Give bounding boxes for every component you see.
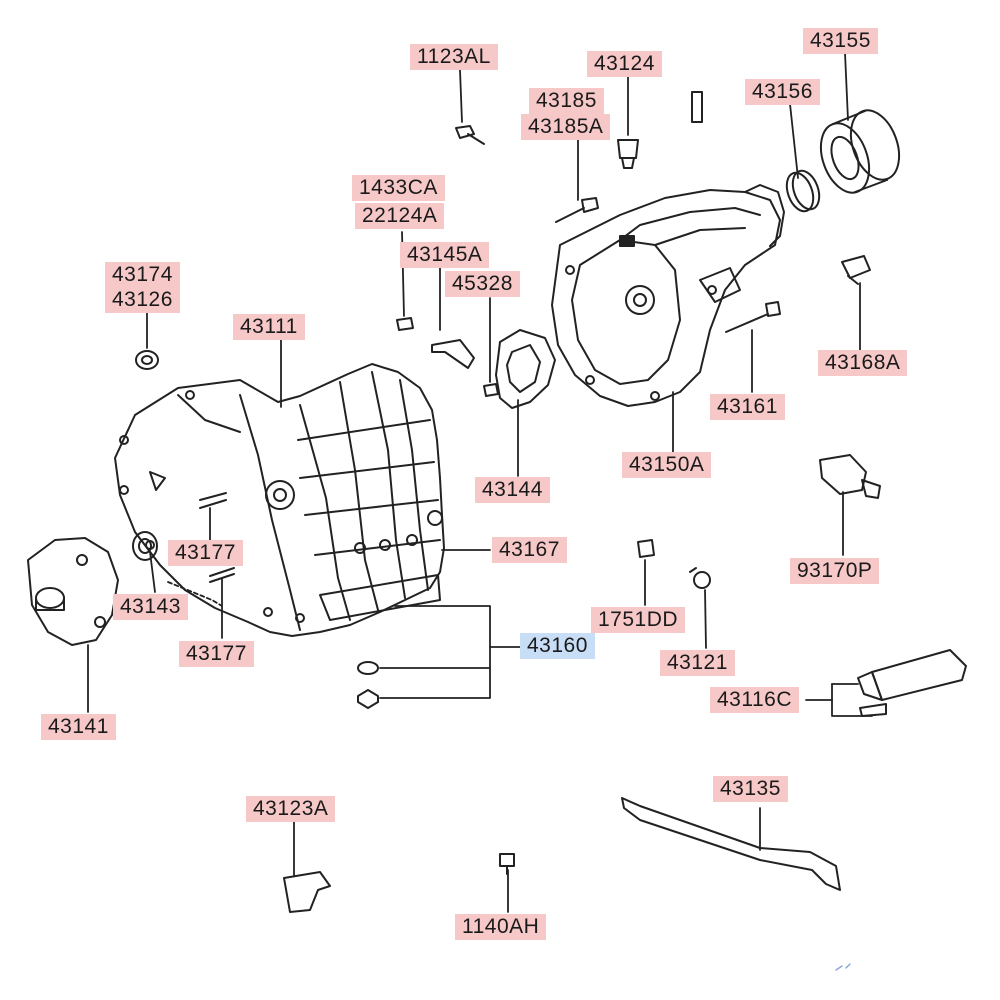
part-label-43155[interactable]: 43155 xyxy=(803,28,878,54)
ring xyxy=(785,169,821,213)
part-label-43144[interactable]: 43144 xyxy=(475,477,550,503)
part-label-43185[interactable]: 43185 xyxy=(529,88,604,114)
part-label-1123AL[interactable]: 1123AL xyxy=(410,44,498,70)
part-label-43111[interactable]: 43111 xyxy=(233,314,305,340)
part-label-43177-lower[interactable]: 43177 xyxy=(179,641,254,667)
part-label-43124[interactable]: 43124 xyxy=(587,51,662,77)
part-label-43145A[interactable]: 43145A xyxy=(400,242,490,268)
hardware xyxy=(27,91,967,913)
part-label-43126[interactable]: 43126 xyxy=(105,287,180,313)
part-label-43174[interactable]: 43174 xyxy=(105,262,180,288)
part-label-43123A[interactable]: 43123A xyxy=(246,796,336,822)
scan-mark xyxy=(835,963,851,971)
part-label-45328[interactable]: 45328 xyxy=(445,271,520,297)
part-label-43150A[interactable]: 43150A xyxy=(622,452,712,478)
part-label-43185A[interactable]: 43185A xyxy=(521,114,611,140)
part-label-43168A[interactable]: 43168A xyxy=(818,350,908,376)
part-label-43141[interactable]: 43141 xyxy=(41,714,116,740)
part-label-93170P[interactable]: 93170P xyxy=(790,558,880,584)
part-label-43156[interactable]: 43156 xyxy=(745,79,820,105)
part-label-1751DD[interactable]: 1751DD xyxy=(591,607,686,633)
part-label-43116C[interactable]: 43116C xyxy=(710,687,800,713)
part-label-22124A[interactable]: 22124A xyxy=(355,203,445,229)
part-label-43177-upper[interactable]: 43177 xyxy=(168,540,243,566)
part-label-43121[interactable]: 43121 xyxy=(660,650,735,676)
extension-housing xyxy=(551,184,785,407)
part-label-43160[interactable]: 43160 xyxy=(520,633,595,659)
part-label-1140AH[interactable]: 1140AH xyxy=(455,914,547,940)
part-label-43143[interactable]: 43143 xyxy=(113,594,188,620)
part-label-43135[interactable]: 43135 xyxy=(713,776,788,802)
oil-seal-large xyxy=(819,109,901,194)
gasket xyxy=(495,329,556,409)
part-label-43167[interactable]: 43167 xyxy=(492,537,567,563)
main-case xyxy=(114,363,445,637)
part-label-43161[interactable]: 43161 xyxy=(710,394,785,420)
part-label-1433CA[interactable]: 1433CA xyxy=(352,175,445,201)
